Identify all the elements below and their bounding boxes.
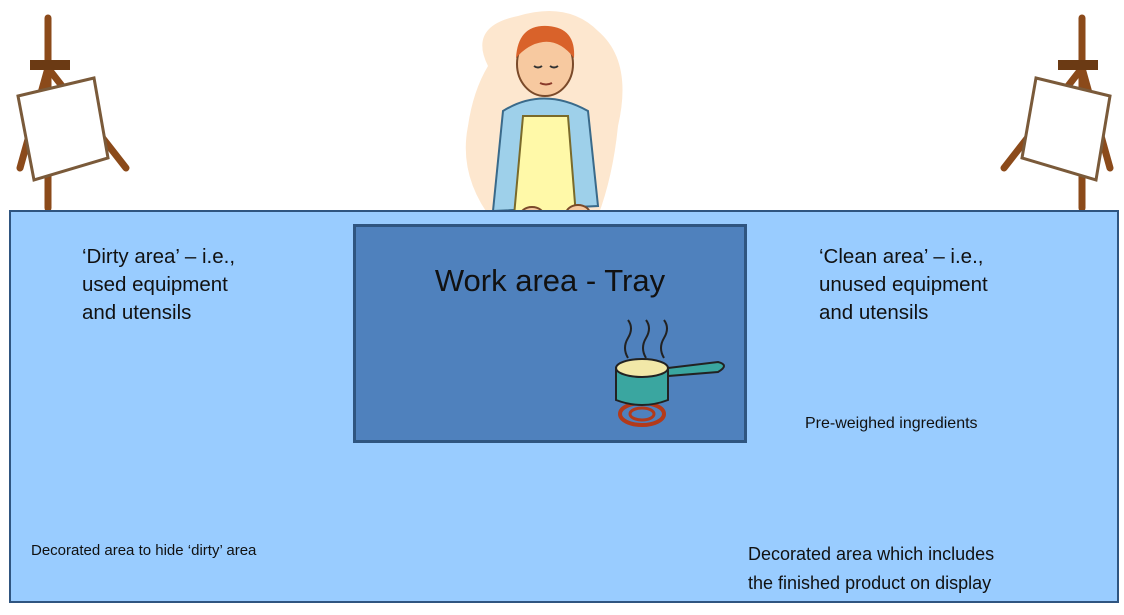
work-tray: Work area - Tray: [353, 224, 747, 443]
decor-right-line1: Decorated area which includes: [748, 544, 995, 564]
clean-area-label: ‘Clean area’ – i.e., unused equipment an…: [819, 243, 1059, 327]
tray-title: Work area - Tray: [434, 263, 666, 298]
dirty-area-line3: and utensils: [82, 301, 192, 324]
decor-left-label: Decorated area to hide ‘dirty’ area: [31, 542, 257, 559]
clean-area-line1: ‘Clean area’ – i.e.,: [819, 245, 984, 268]
decor-right-line2: the finished product on display: [748, 573, 992, 593]
dirty-area-line2: used equipment: [82, 273, 228, 296]
clean-area-line2: unused equipment: [819, 273, 988, 296]
ingredients-label: Pre-weighed ingredients: [805, 415, 978, 432]
decor-right-label: Decorated area which includes the finish…: [748, 540, 994, 598]
easel-icon-left: [16, 14, 130, 212]
chef-icon: [458, 11, 628, 230]
easel-icon-right: [1000, 14, 1114, 212]
cooking-pot-icon: [615, 319, 725, 427]
dirty-area-line1: ‘Dirty area’ – i.e.,: [82, 245, 236, 268]
dirty-area-label: ‘Dirty area’ – i.e., used equipment and …: [82, 243, 312, 327]
clean-area-line3: and utensils: [819, 301, 929, 324]
